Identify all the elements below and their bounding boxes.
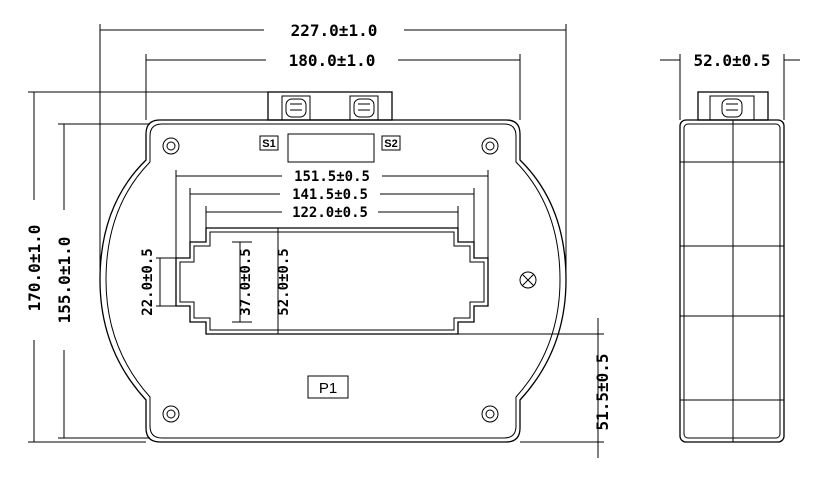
dimension-label: 141.5±0.5 (292, 187, 368, 203)
s1-label: S1 (262, 138, 275, 150)
mounting-hole-bottom-left (162, 405, 180, 423)
dim-window-width-outer: 151.5±0.5 (175, 169, 489, 258)
dim-window-height-mid: 37.0±0.5 (232, 241, 254, 323)
terminal-block (267, 91, 393, 121)
dimension-label: 122.0±0.5 (292, 205, 368, 221)
grounding-mark-icon (519, 271, 537, 289)
dimension-label: 170.0±1.0 (25, 225, 44, 312)
side-body (679, 119, 785, 443)
dim-window-offset-bottom: 51.5±0.5 (206, 318, 612, 458)
nameplate (287, 133, 375, 163)
p1-label: P1 (319, 380, 337, 397)
dimension-label: 51.5±0.5 (593, 353, 612, 430)
dim-window-height-small: 22.0±0.5 (140, 248, 176, 316)
ct-body-outline (99, 119, 567, 443)
dimension-label: 227.0±1.0 (291, 21, 378, 40)
dimension-label: 155.0±1.0 (55, 237, 74, 324)
mounting-hole-top-left (162, 137, 180, 155)
dim-window-width-mid: 141.5±0.5 (189, 187, 475, 242)
s1-label-box: S1 (259, 135, 279, 151)
dimension-label: 22.0±0.5 (140, 248, 156, 315)
dimension-label: 52.0±0.5 (693, 51, 770, 70)
primary-window-inner (179, 231, 485, 331)
mounting-hole-top-right (481, 137, 499, 155)
s2-label-box: S2 (381, 135, 401, 151)
dim-overall-width: 227.0±1.0 (99, 21, 567, 280)
dim-mounting-height: 155.0±1.0 (55, 123, 150, 439)
dim-window-width-inner: 122.0±0.5 (205, 205, 459, 228)
front-view: S1 S2 P1 (25, 21, 612, 458)
dim-mounting-width: 180.0±1.0 (145, 51, 521, 120)
s2-label: S2 (384, 138, 397, 150)
ct-body-inner-outline (105, 123, 561, 439)
mounting-hole-bottom-right (481, 405, 499, 423)
dimension-label: 151.5±0.5 (294, 169, 370, 185)
dim-window-height-full: 52.0±0.5 (276, 228, 292, 334)
dimension-label: 180.0±1.0 (289, 51, 376, 70)
side-view: 52.0±0.5 (660, 51, 800, 443)
dimension-label: 52.0±0.5 (276, 248, 292, 315)
primary-window (175, 227, 489, 335)
dim-side-depth: 52.0±0.5 (660, 51, 800, 120)
side-terminal (697, 91, 769, 121)
dim-overall-height: 170.0±1.0 (25, 91, 268, 443)
side-body-inner (683, 123, 781, 439)
dimension-label: 37.0±0.5 (238, 248, 254, 315)
p1-label-box (307, 375, 349, 399)
